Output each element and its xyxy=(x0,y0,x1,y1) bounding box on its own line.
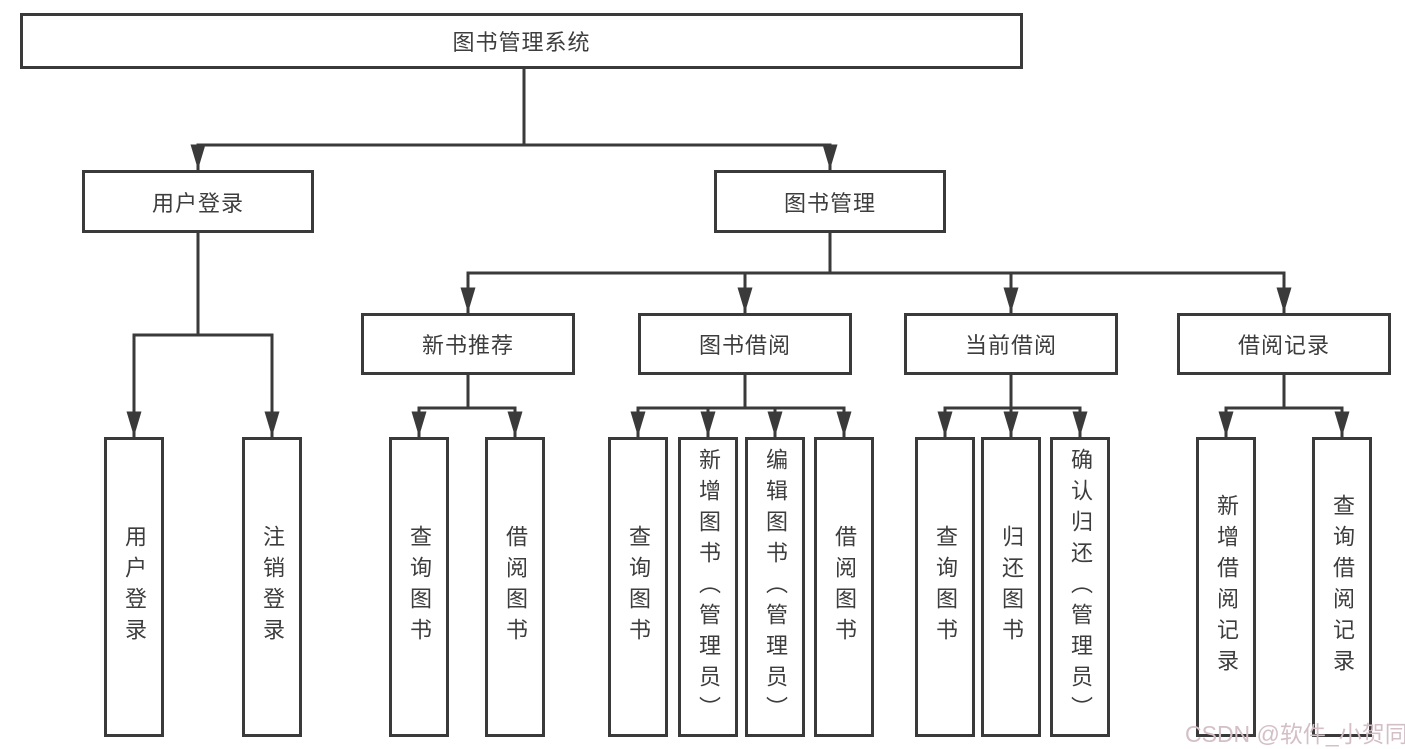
node-current-borrow: 当前借阅 xyxy=(904,313,1118,375)
leaf-add-book-admin: 新增图书（管理员） xyxy=(678,437,738,737)
node-label: 用户登录 xyxy=(151,190,244,216)
leaf-user-login: 用户登录 xyxy=(104,437,164,737)
csdn-watermark: CSDN @软件_小贺同学 xyxy=(1185,721,1405,747)
leaf-borrow-book: 借阅图书 xyxy=(814,437,874,737)
leaf-borrow-books-recommend: 借阅图书 xyxy=(485,437,545,737)
node-label: 借阅图书 xyxy=(503,525,528,649)
node-label: 编辑图书（管理员） xyxy=(763,447,788,727)
node-new-book-recommend: 新书推荐 xyxy=(361,313,575,375)
node-book-management: 图书管理 xyxy=(714,170,946,233)
leaf-query-books-borrow: 查询图书 xyxy=(608,437,668,737)
leaf-confirm-return-admin: 确认归还（管理员） xyxy=(1050,437,1110,737)
node-borrow-records: 借阅记录 xyxy=(1177,313,1391,375)
leaf-query-borrow-record: 查询借阅记录 xyxy=(1312,437,1372,737)
node-label: 查询图书 xyxy=(933,525,958,649)
node-label: 借阅记录 xyxy=(1237,333,1330,358)
node-library-management-system: 图书管理系统 xyxy=(20,13,1023,69)
node-book-borrow: 图书借阅 xyxy=(638,313,852,375)
leaf-query-books-recommend: 查询图书 xyxy=(389,437,449,737)
node-label: 查询图书 xyxy=(626,525,651,649)
node-label: 图书管理系统 xyxy=(452,30,591,55)
node-label: 新书推荐 xyxy=(421,333,514,358)
node-label: 图书管理 xyxy=(783,190,876,216)
node-label: 图书借阅 xyxy=(698,333,791,358)
node-label: 用户登录 xyxy=(122,525,147,649)
node-label: 查询借阅记录 xyxy=(1330,494,1355,680)
node-label: 归还图书 xyxy=(999,525,1024,649)
node-label: 查询图书 xyxy=(407,525,432,649)
leaf-return-book: 归还图书 xyxy=(981,437,1041,737)
leaf-query-books-current: 查询图书 xyxy=(915,437,975,737)
node-user-login: 用户登录 xyxy=(82,170,314,233)
leaf-logout: 注销登录 xyxy=(242,437,302,737)
node-label: 新增图书（管理员） xyxy=(696,447,721,727)
node-label: 确认归还（管理员） xyxy=(1068,447,1093,727)
node-label: 新增借阅记录 xyxy=(1214,494,1239,680)
leaf-add-borrow-record: 新增借阅记录 xyxy=(1196,437,1256,737)
node-label: 注销登录 xyxy=(260,525,285,649)
leaf-edit-book-admin: 编辑图书（管理员） xyxy=(745,437,805,737)
node-label: 当前借阅 xyxy=(964,333,1057,358)
node-label: 借阅图书 xyxy=(832,525,857,649)
